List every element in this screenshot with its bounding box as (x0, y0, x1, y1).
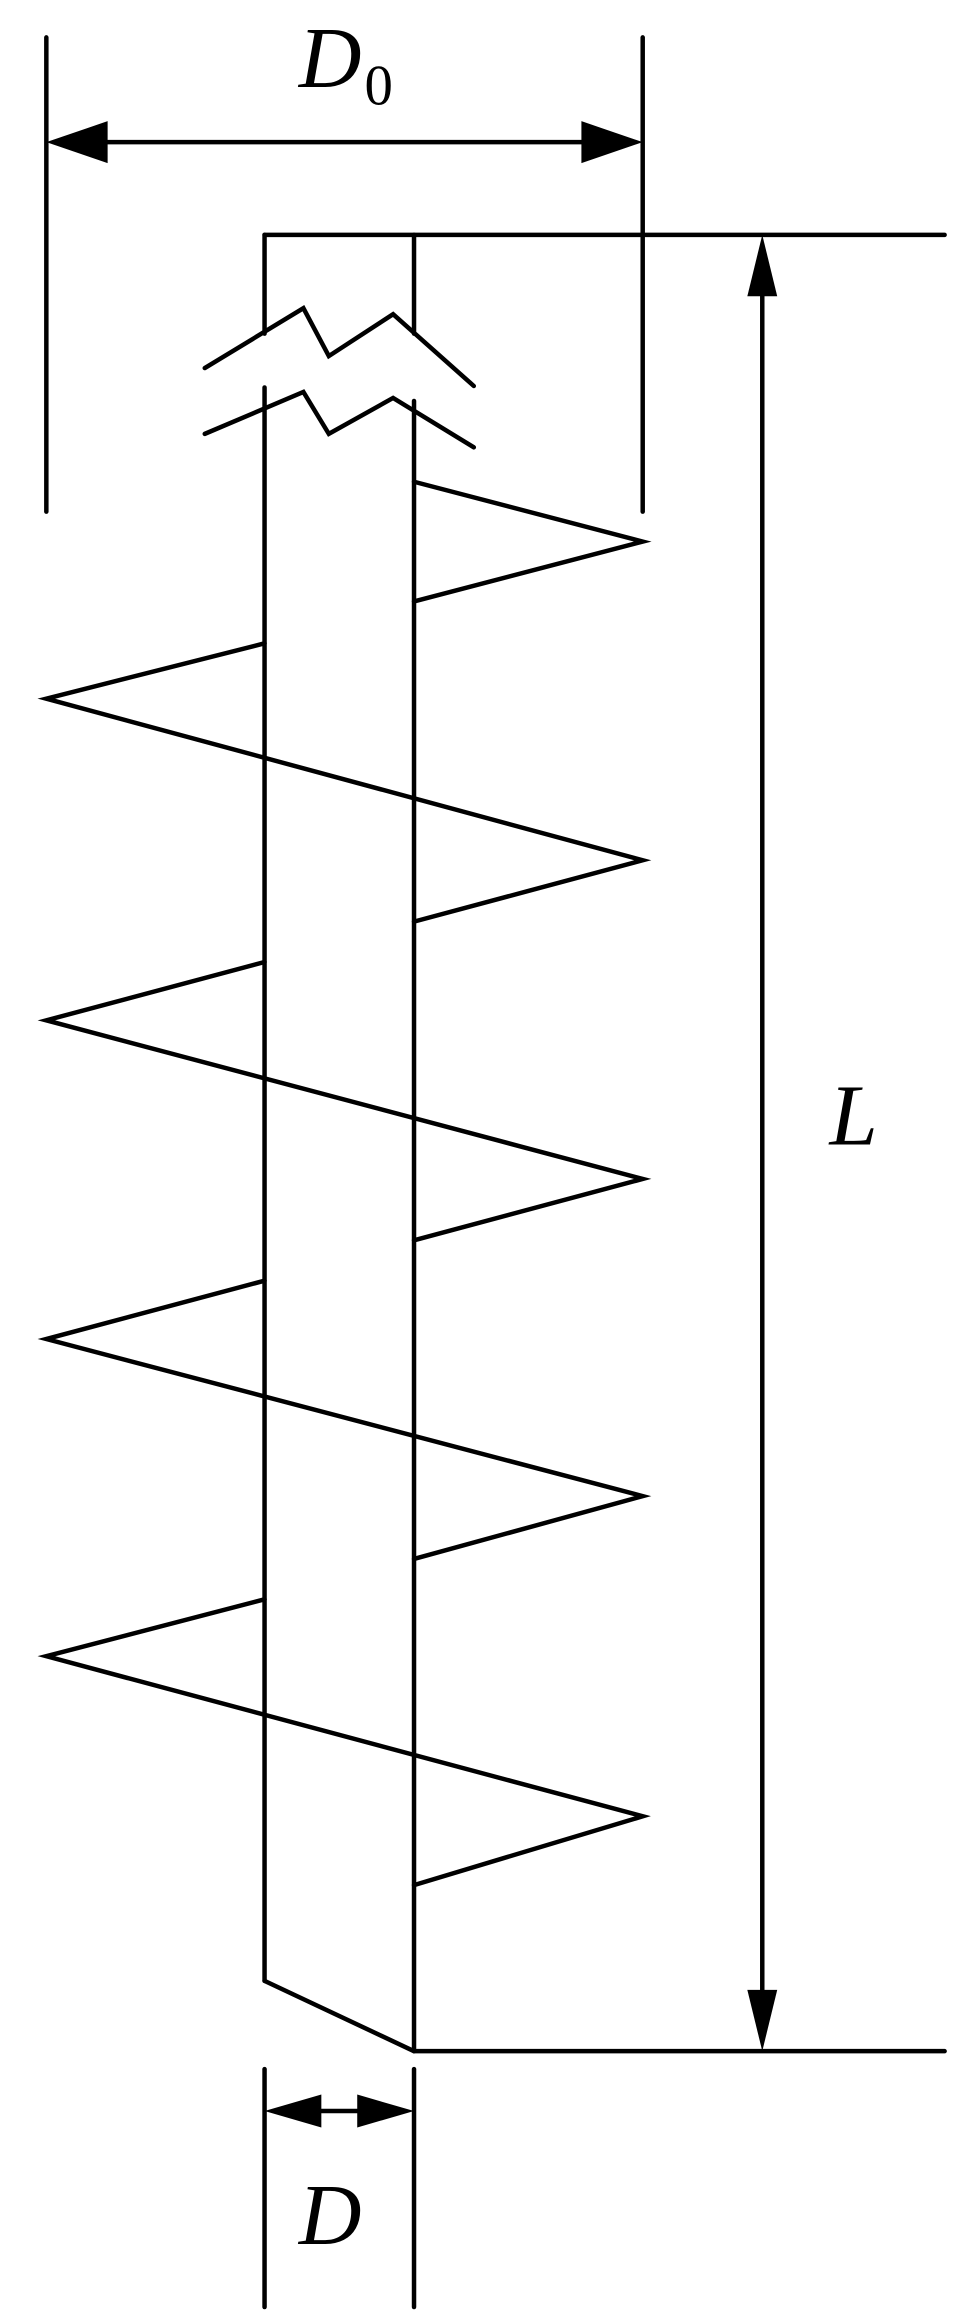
break-symbol (202, 305, 477, 450)
helix-turn-4 (37, 1597, 651, 1888)
arrow-right-icon (581, 121, 643, 164)
arrow-right-small-icon (357, 2094, 415, 2128)
d0-label: D0 (298, 10, 393, 118)
arrow-down-icon (747, 1989, 778, 2052)
helix-turn-2 (37, 959, 652, 1243)
pile-shaft (262, 232, 417, 2054)
length-dimension: L (747, 234, 878, 2052)
shaft-tip-bevel (262, 1978, 417, 2054)
shaft-diameter-dimension: D (262, 2066, 417, 2310)
arrow-left-icon (46, 121, 108, 164)
l-label: L (828, 1067, 878, 1163)
arrow-up-icon (747, 234, 778, 297)
d-label: D (298, 2167, 362, 2263)
break-line-upper (202, 305, 477, 389)
helix-blades (37, 479, 652, 1888)
helix-turn-3 (37, 1278, 652, 1562)
helix-tip-right-1 (411, 479, 652, 604)
arrow-left-small-icon (264, 2094, 322, 2128)
break-line-lower (202, 389, 477, 450)
helix-turn-1 (37, 641, 652, 924)
outer-diameter-dimension: D0 (44, 10, 645, 514)
